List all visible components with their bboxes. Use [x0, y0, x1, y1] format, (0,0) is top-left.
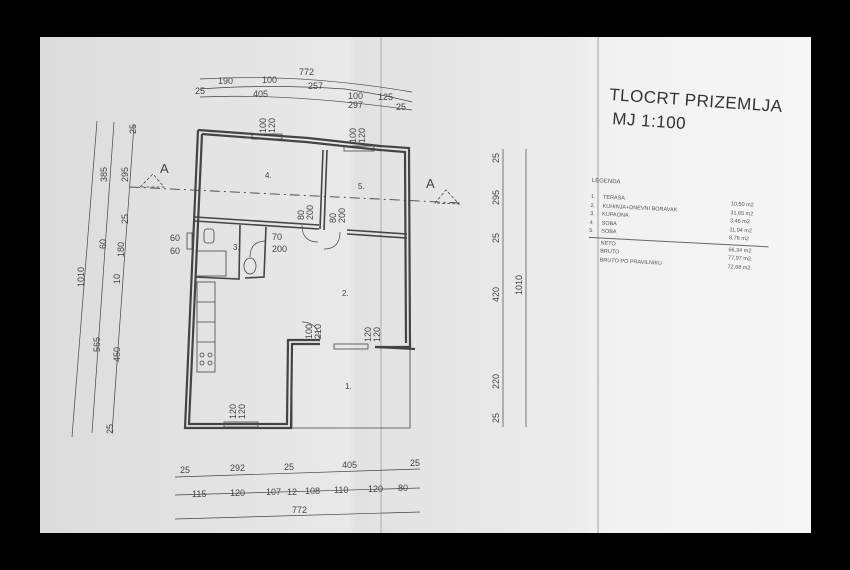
- legend-num: 3.: [589, 211, 595, 218]
- dim-bottom-120a: 120: [230, 488, 245, 498]
- door5-height: 200: [337, 208, 347, 223]
- bath-window-height: 60: [170, 246, 180, 256]
- room-label-5: 5.: [358, 182, 365, 191]
- living-door-width: 100: [304, 324, 314, 339]
- kitchen-window-height: 120: [237, 404, 247, 419]
- outer-walls: [183, 128, 416, 430]
- room-label-4: 4.: [265, 171, 272, 180]
- dim-top-257: 257: [308, 81, 323, 91]
- dim-left-180: 180: [116, 242, 126, 257]
- paper-fold: [380, 37, 382, 533]
- legend-num: 2.: [590, 202, 596, 209]
- dim-bottom-107: 107: [266, 487, 281, 497]
- floor-plan: 4. 5. 3. 2. 1. A A 100 120 100 120 80 20…: [71, 67, 527, 520]
- dim-lines-right: [502, 149, 527, 427]
- dim-right-420: 420: [491, 287, 501, 302]
- section-mark-right-label: A: [426, 176, 435, 191]
- windows: [186, 133, 375, 428]
- dim-bottom-12: 12: [287, 487, 297, 497]
- dim-left-565: 565: [92, 337, 102, 352]
- dim-left-25c: 25: [105, 424, 115, 434]
- dim-bottom-108: 108: [305, 486, 320, 496]
- dim-top-297: 297: [348, 100, 363, 110]
- dim-bottom-total: 772: [292, 505, 307, 515]
- section-mark-left: [139, 173, 165, 188]
- room5-window-width: 100: [348, 128, 358, 143]
- living-window-width: 120: [363, 327, 373, 342]
- legend-total-area: 72,68 m2: [727, 263, 751, 272]
- legend: LEGENDA 1. TERASA 10,50 m2 2. KUHINJA+DN…: [587, 178, 811, 276]
- dim-bottom-110: 110: [334, 485, 348, 495]
- dim-bottom-120b: 120: [368, 484, 383, 494]
- dim-top-190: 190: [218, 76, 233, 86]
- legend-num: 1.: [590, 194, 596, 201]
- section-mark-right: [434, 189, 460, 205]
- doors: [249, 224, 341, 341]
- dim-left-295: 295: [120, 167, 130, 182]
- dim-lines-bottom: [174, 468, 421, 520]
- dim-top-end-right: 25: [396, 102, 406, 112]
- dim-right-25c: 25: [491, 413, 501, 423]
- section-line: [129, 186, 461, 204]
- living-door-height: 210: [313, 324, 323, 339]
- door4-width: 80: [296, 210, 306, 220]
- drawing-sheet: 4. 5. 3. 2. 1. A A 100 120 100 120 80 20…: [40, 37, 811, 533]
- room4-window-height: 120: [267, 118, 277, 133]
- dim-left-25b: 25: [120, 214, 130, 224]
- dim-bottom-292: 292: [230, 463, 245, 473]
- dim-left-25a: 25: [128, 124, 138, 134]
- room-label-1: 1.: [345, 382, 352, 391]
- dim-bottom-25a: 25: [180, 465, 190, 475]
- dim-lines-left: [71, 120, 135, 438]
- dim-top-405: 405: [253, 89, 268, 99]
- dim-bottom-25b: 25: [284, 462, 294, 472]
- bath-door-width: 70: [272, 232, 282, 242]
- dim-left-60: 60: [98, 239, 108, 249]
- bathroom-fixtures: [195, 228, 257, 277]
- legend-room-area: 8,76 m2: [728, 235, 750, 243]
- legend-num: 5.: [589, 228, 594, 235]
- dim-lines-top: [199, 77, 413, 111]
- room5-window-height: 120: [357, 128, 367, 143]
- living-window-height: 120: [372, 327, 382, 342]
- door5-width: 80: [328, 213, 338, 223]
- kitchen-window-width: 120: [228, 404, 238, 419]
- dim-bottom-80: 80: [398, 483, 408, 493]
- room-label-3: 3.: [233, 243, 240, 252]
- dim-top-end-left: 25: [195, 86, 205, 96]
- legend-num: 4.: [589, 219, 595, 226]
- dim-left-450: 450: [112, 347, 122, 362]
- room-label-2: 2.: [342, 289, 349, 298]
- room4-window-width: 100: [258, 118, 268, 133]
- dim-left-385: 385: [99, 167, 109, 182]
- dim-top-100a: 100: [262, 75, 277, 85]
- kitchen-counter: [196, 281, 216, 373]
- section-mark-left-label: A: [160, 161, 169, 176]
- dim-right-25b: 25: [491, 233, 501, 243]
- door4-height: 200: [305, 205, 315, 220]
- dim-right-total: 1010: [514, 275, 524, 295]
- dim-right-220: 220: [491, 374, 501, 389]
- dim-top-125: 125: [378, 92, 393, 102]
- dim-bottom-115: 115: [192, 489, 206, 499]
- dim-left-10: 10: [112, 274, 122, 284]
- terrace-outline: [291, 347, 411, 429]
- dim-top-100b: 100: [348, 91, 363, 101]
- bath-door-height: 200: [272, 244, 287, 254]
- paper-fold: [597, 37, 599, 533]
- dim-top-total: 772: [299, 67, 314, 77]
- interior-walls: [194, 149, 408, 280]
- dim-left-total: 1010: [76, 267, 86, 287]
- dim-right-295: 295: [491, 190, 501, 205]
- dim-bottom-405: 405: [342, 460, 357, 470]
- bath-window-width: 60: [170, 233, 180, 243]
- dim-bottom-25c: 25: [410, 458, 420, 468]
- dim-right-25a: 25: [491, 153, 501, 163]
